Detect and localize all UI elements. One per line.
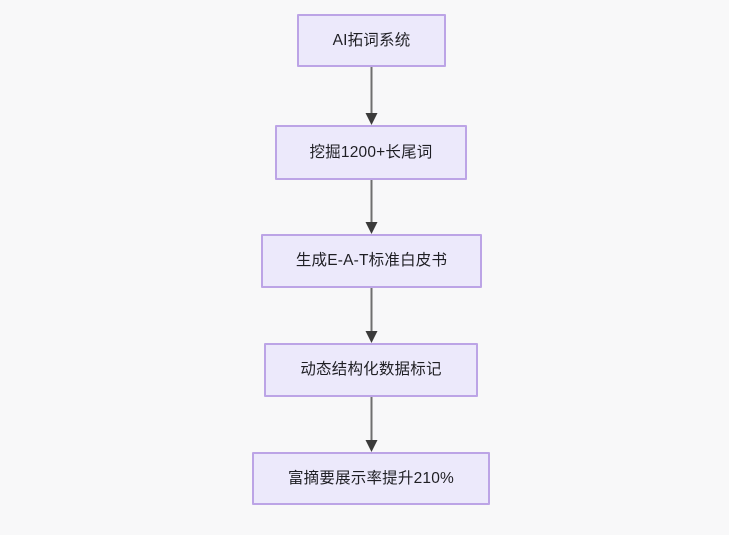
flow-node-label: 动态结构化数据标记 xyxy=(300,361,442,379)
edge-n2-to-n3 xyxy=(365,180,378,234)
edge-n1-to-n2 xyxy=(365,67,378,125)
flow-node-label: AI拓词系统 xyxy=(332,31,411,49)
flow-node-ai-keyword-system[interactable]: AI拓词系统 xyxy=(297,14,446,67)
flow-node-label: 富摘要展示率提升210% xyxy=(287,469,455,487)
flow-node-rich-snippet-impression-lift[interactable]: 富摘要展示率提升210% xyxy=(252,452,490,505)
flow-node-mine-longtail-keywords[interactable]: 挖掘1200+长尾词 xyxy=(275,125,467,180)
edge-n3-to-n4 xyxy=(365,288,378,343)
flow-node-generate-eat-whitepaper[interactable]: 生成E-A-T标准白皮书 xyxy=(261,234,482,288)
flow-node-dynamic-structured-data-markup[interactable]: 动态结构化数据标记 xyxy=(264,343,478,397)
flow-node-label: 挖掘1200+长尾词 xyxy=(309,143,433,161)
edge-n4-to-n5 xyxy=(365,397,378,452)
flow-node-label: 生成E-A-T标准白皮书 xyxy=(295,252,448,270)
